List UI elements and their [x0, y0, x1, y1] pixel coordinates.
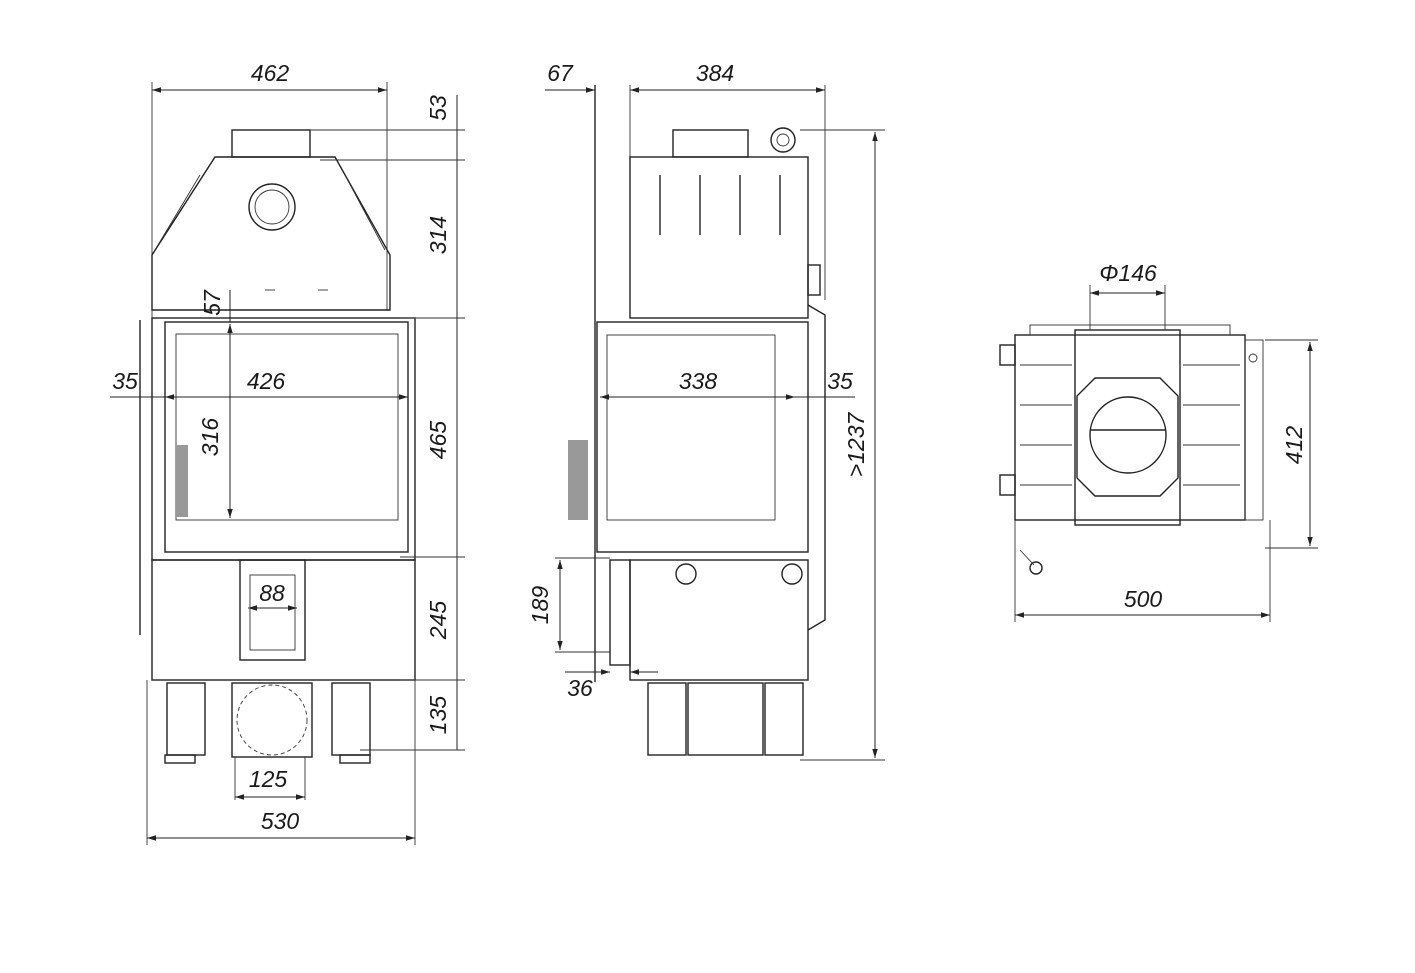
flue-plate: [1074, 329, 1181, 526]
side-view: 67 384 >1237 338 35 189 36: [527, 60, 885, 761]
leg-right: [331, 682, 371, 756]
top-view: Φ146 412 500: [999, 260, 1318, 622]
dim-hood-height: 314: [425, 216, 451, 254]
dim-rear-offset: 67: [547, 60, 574, 86]
dim-glass-height: 316: [197, 418, 223, 457]
top-body: [1014, 334, 1246, 521]
dim-top-depth: 412: [1281, 426, 1307, 465]
dim-base-width: 530: [261, 808, 300, 834]
dim-base-height: 245: [425, 601, 451, 641]
side-handle: [568, 440, 588, 520]
side-glass: [606, 334, 776, 521]
upper-box: [629, 156, 809, 319]
dim-ash-duct-width: 88: [259, 580, 285, 606]
dim-door-height: 465: [425, 421, 451, 460]
dim-inlet-offset: 36: [567, 675, 593, 701]
dim-glass-width: 426: [247, 368, 286, 394]
leg-left: [166, 682, 206, 756]
flue-outlet: [1089, 396, 1167, 474]
hood-outlet: [248, 183, 296, 231]
air-inlet: [231, 682, 313, 758]
dim-door-top-offset: 57: [199, 289, 225, 316]
glass: [175, 333, 399, 521]
dim-side-offset: 35: [112, 368, 138, 394]
hood: [151, 156, 391, 311]
dim-side-offset: 35: [827, 368, 853, 394]
side-door: [596, 321, 809, 553]
base-box: [151, 559, 416, 681]
dim-side-glass-width: 338: [679, 368, 718, 394]
dim-air-inlet-width: 125: [249, 766, 288, 792]
dim-collar-height: 53: [425, 95, 451, 121]
dim-inlet-height: 189: [527, 586, 553, 625]
dim-leg-height: 135: [425, 696, 451, 735]
front-view: 462 53 314 465 245 135 57: [110, 60, 465, 845]
door-frame: [164, 321, 409, 553]
dim-overall-width: 462: [251, 60, 290, 86]
door-section: [151, 317, 416, 561]
handle: [176, 445, 188, 517]
dim-overall-height: >1237: [843, 411, 869, 477]
ash-duct: [239, 559, 306, 661]
dim-top-depth: 384: [696, 60, 734, 86]
dim-flue-diameter: Φ146: [1099, 260, 1157, 286]
dim-top-width: 500: [1124, 586, 1163, 612]
side-base: [629, 559, 809, 681]
flue-collar: [231, 129, 311, 158]
